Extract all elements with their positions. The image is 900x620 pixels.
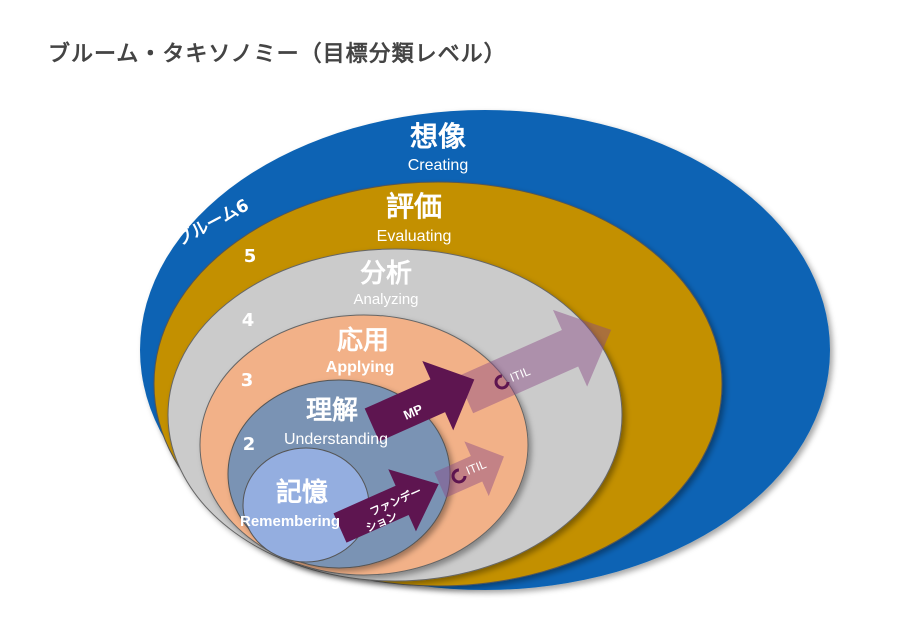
level-2-en: Understanding <box>284 431 388 448</box>
itil-upper-arrow <box>456 309 612 414</box>
level-4-jp: 分析 <box>360 259 412 289</box>
level-4-en: Analyzing <box>353 291 418 308</box>
level-6-en: Creating <box>408 157 468 174</box>
level-5-jp: 評価 <box>386 190 442 223</box>
level-6-jp: 想像 <box>410 120 467 153</box>
level-3-jp: 応用 <box>337 325 389 356</box>
level-3-en: Applying <box>326 359 394 376</box>
level-5-en: Evaluating <box>377 228 452 245</box>
level-2-number: 2 <box>243 434 256 455</box>
level-2-jp: 理解 <box>306 396 358 426</box>
mp-arrow <box>364 361 475 442</box>
level-1-jp: 記憶 <box>276 477 328 508</box>
foundation-arrow <box>333 469 439 543</box>
level-4-number: 4 <box>242 310 255 331</box>
level-1-en: Remembering <box>240 513 340 530</box>
page-title: ブルーム・タキソノミー（目標分類レベル） <box>48 42 507 67</box>
level-5-number: 5 <box>244 246 257 267</box>
itil-lower-arrow <box>434 441 504 498</box>
mp-label: MP <box>401 401 425 423</box>
level-3-number: 3 <box>241 370 254 391</box>
